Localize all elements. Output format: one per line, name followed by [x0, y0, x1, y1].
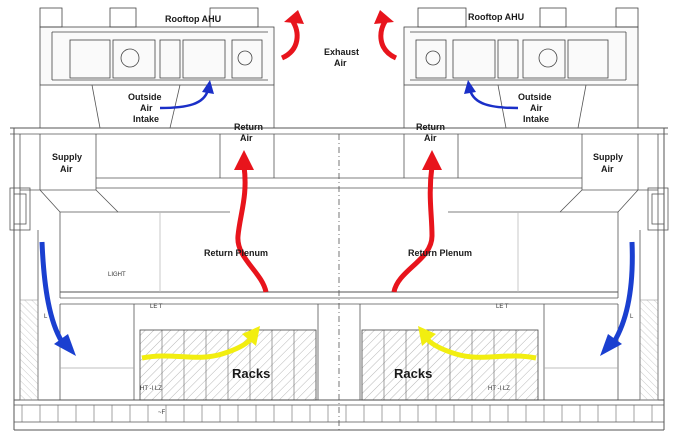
- rooftop-ahu-left: [39, 7, 275, 86]
- raised-floor-grid: [21, 405, 653, 422]
- return-arrow-right: [391, 165, 435, 293]
- label-outside-right-2: Air: [530, 103, 543, 113]
- rack-row-right: [361, 329, 539, 401]
- supply-arrowhead-right: [600, 334, 622, 356]
- label-return-left-2: Air: [240, 133, 253, 143]
- note-l-left: L: [44, 314, 48, 320]
- label-return-left-1: Return: [234, 122, 263, 132]
- exhaust-arrow-left: [280, 18, 300, 61]
- note-ht-right: HT -I LZ: [488, 386, 510, 392]
- supply-arrowhead-left: [54, 334, 76, 356]
- label-exhaust-1: Exhaust: [324, 47, 359, 57]
- label-return-plenum-left: Return Plenum: [204, 248, 268, 258]
- label-outside-left-3: Intake: [133, 114, 159, 124]
- note-light: LIGHT: [108, 272, 126, 278]
- rooftop-ahu-right: [403, 7, 639, 86]
- note-f: ~F: [158, 410, 166, 416]
- label-supply-left-1: Supply: [52, 152, 82, 162]
- exhaust-arrow-right: [378, 18, 398, 61]
- label-outside-right-1: Outside: [518, 92, 552, 102]
- rack-air-arrowhead-right: [418, 326, 436, 346]
- label-rooftop-ahu-left: Rooftop AHU: [165, 14, 221, 24]
- label-racks-left: Racks: [232, 366, 270, 381]
- return-arrowhead-left: [234, 150, 254, 170]
- exhaust-arrowhead-right: [374, 10, 394, 24]
- label-outside-left-2: Air: [140, 103, 153, 113]
- return-arrowhead-right: [422, 150, 442, 170]
- label-supply-left-2: Air: [60, 164, 73, 174]
- supply-arrow-right: [611, 241, 635, 344]
- note-lt-left: LE T: [150, 304, 163, 310]
- label-outside-right-3: Intake: [523, 114, 549, 124]
- outside-air-arrowhead-right: [464, 80, 476, 94]
- wall-panel-left: [19, 299, 39, 401]
- note-ht-left: HT -I LZ: [140, 386, 162, 392]
- label-return-right-1: Return: [416, 122, 445, 132]
- rack-air-arrow-left: [141, 338, 252, 361]
- ductwork: [9, 84, 669, 431]
- label-rooftop-ahu-right: Rooftop AHU: [468, 12, 524, 22]
- label-racks-right: Racks: [394, 366, 432, 381]
- return-arrow-left: [235, 165, 269, 293]
- outside-air-arrow-right: [468, 89, 519, 110]
- exhaust-arrowhead-left: [284, 10, 304, 24]
- outside-air-arrow-left: [159, 89, 210, 110]
- rack-air-arrowhead-left: [242, 326, 260, 346]
- label-exhaust-2: Air: [334, 58, 347, 68]
- label-return-right-2: Air: [424, 133, 437, 143]
- label-return-plenum-right: Return Plenum: [408, 248, 472, 258]
- outside-air-arrowhead-left: [202, 80, 214, 94]
- wall-panel-right: [639, 299, 659, 401]
- rack-row-left: [139, 329, 317, 401]
- label-supply-right-1: Supply: [593, 152, 623, 162]
- label-outside-left-1: Outside: [128, 92, 162, 102]
- supply-arrow-left: [39, 241, 65, 344]
- note-l-right: L: [630, 314, 634, 320]
- label-supply-right-2: Air: [601, 164, 614, 174]
- note-lt-right: LE T: [496, 304, 509, 310]
- rack-air-arrow-right: [426, 338, 537, 361]
